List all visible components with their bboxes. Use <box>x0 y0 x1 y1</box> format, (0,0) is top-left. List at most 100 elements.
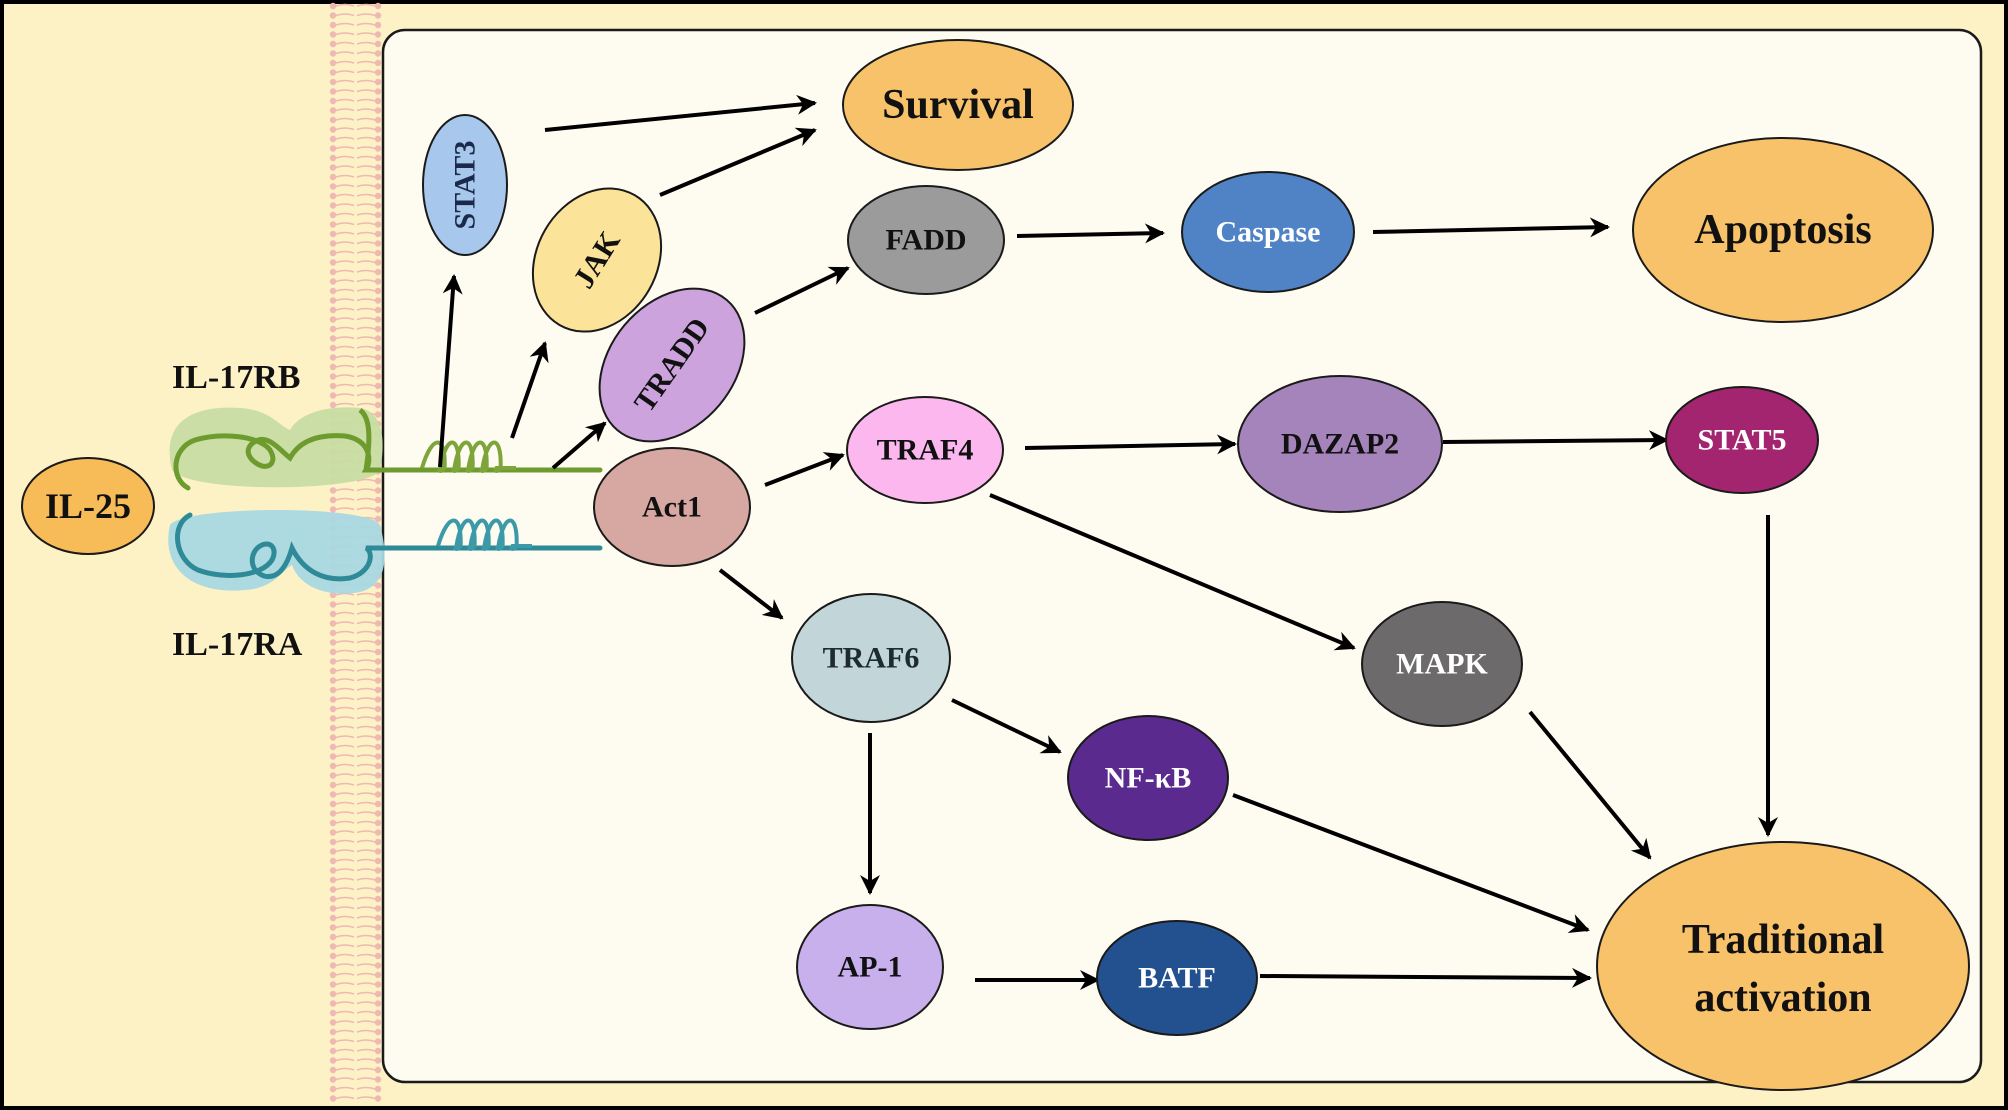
lipid-tail <box>356 32 376 36</box>
lipid-tail <box>356 716 376 720</box>
lipid-tail <box>356 839 376 843</box>
lipid-head <box>329 31 337 38</box>
lipid-head <box>329 1028 337 1036</box>
lipid-tail <box>335 203 355 207</box>
lipid-tail <box>335 735 355 739</box>
lipid-head <box>329 126 337 133</box>
stat3-label: STAT3 <box>449 141 482 230</box>
lipid-head <box>374 724 382 732</box>
lipid-head <box>374 981 382 988</box>
batf-label: BATF <box>1138 962 1216 995</box>
lipid-head <box>329 943 337 950</box>
lipid-tail <box>356 317 376 321</box>
lipid-tail <box>356 621 376 625</box>
lipid-head <box>374 411 382 418</box>
lipid-tail <box>356 640 376 644</box>
lipid-head <box>374 753 382 760</box>
lipid-tail <box>335 393 355 397</box>
lipid-tail <box>335 792 355 796</box>
lipid-head <box>374 857 382 865</box>
lipid-head <box>329 1000 337 1007</box>
lipid-tail <box>356 193 376 197</box>
lipid-tail <box>356 478 376 482</box>
lipid-head <box>374 126 382 133</box>
arrow-fadd-to-caspase <box>1016 223 1165 244</box>
lipid-tail <box>356 868 376 872</box>
lipid-tail <box>335 953 355 957</box>
lipid-tail <box>356 288 376 292</box>
lipid-tail <box>356 725 376 729</box>
lipid-tail <box>335 336 355 340</box>
lipid-tail <box>356 222 376 226</box>
lipid-tail <box>356 41 376 45</box>
lipid-tail <box>335 887 355 891</box>
lipid-tail <box>356 79 376 83</box>
lipid-tail <box>356 1029 376 1033</box>
lipid-tail <box>335 830 355 834</box>
lipid-tail <box>335 915 355 919</box>
lipid-head <box>329 154 337 162</box>
lipid-tail <box>356 136 376 140</box>
lipid-tail <box>356 678 376 682</box>
lipid-tail <box>335 621 355 625</box>
lipid-tail <box>335 868 355 872</box>
lipid-head <box>329 838 337 846</box>
lipid-head <box>329 952 337 960</box>
lipid-tail <box>335 1020 355 1024</box>
ap1-label: AP-1 <box>838 951 903 984</box>
lipid-head <box>374 335 382 342</box>
lipid-head <box>374 1000 382 1007</box>
lipid-head <box>329 506 337 513</box>
lipid-head <box>329 971 337 979</box>
lipid-head <box>374 306 382 314</box>
lipid-tail <box>335 298 355 302</box>
arrow-caspase-to-apoptosis <box>1372 217 1610 238</box>
lipid-tail <box>335 697 355 701</box>
lipid-tail <box>335 725 355 729</box>
il17ra-intracellular-coil <box>436 518 532 551</box>
arrow-act1-to-traf6 <box>718 568 784 620</box>
lipid-head <box>374 40 382 48</box>
lipid-head <box>374 21 382 29</box>
lipid-head <box>329 335 337 342</box>
lipid-head <box>374 354 382 361</box>
lipid-head <box>329 772 337 779</box>
lipid-tail <box>335 906 355 910</box>
lipid-head <box>374 743 382 751</box>
lipid-tail <box>335 127 355 131</box>
lipid-head <box>329 12 337 19</box>
lipid-head <box>329 69 337 76</box>
lipid-head <box>329 2 337 10</box>
lipid-head <box>329 145 337 152</box>
lipid-tail <box>356 858 376 862</box>
lipid-head <box>329 1076 337 1083</box>
lipid-tail <box>335 678 355 682</box>
lipid-tail <box>356 706 376 710</box>
lipid-tail <box>335 507 355 511</box>
lipid-tail <box>335 184 355 188</box>
lipid-head <box>329 639 337 646</box>
lipid-tail <box>356 744 376 748</box>
lipid-head <box>374 810 382 817</box>
lipid-tail <box>335 896 355 900</box>
lipid-head <box>329 924 337 931</box>
arrows <box>438 94 1778 990</box>
lipid-head <box>374 895 382 903</box>
lipid-head <box>329 1038 337 1045</box>
lipid-head <box>374 800 382 808</box>
lipid-head <box>374 382 382 390</box>
lipid-head <box>374 344 382 352</box>
fadd-node <box>847 185 1005 295</box>
lipid-head <box>329 648 337 656</box>
lipid-head <box>374 173 382 181</box>
lipid-head <box>329 325 337 333</box>
il17rb-loops <box>173 433 603 491</box>
lipid-tail <box>335 754 355 758</box>
lipid-head <box>329 629 337 637</box>
lipid-head <box>374 762 382 770</box>
lipid-tail <box>356 1010 376 1014</box>
lipid-head <box>374 696 382 703</box>
lipid-head <box>329 249 337 257</box>
lipid-head <box>374 905 382 912</box>
lipid-head <box>374 221 382 228</box>
